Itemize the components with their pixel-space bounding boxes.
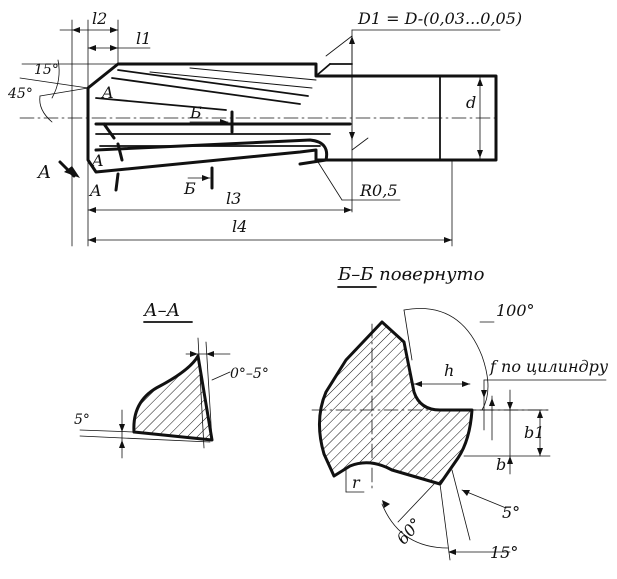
dim-d1-label: D1 = D-(0,03...0,05) xyxy=(357,9,522,28)
section-marks-a: A A A xyxy=(88,83,124,200)
dim-d: d xyxy=(466,75,497,161)
section-bb: Б–Б повернуто 100° h f по цилиндру b1 xyxy=(311,264,609,562)
section-b-mark-bottom: Б xyxy=(183,179,196,198)
dim-h-label: h xyxy=(444,361,454,380)
dim-l3: l3 xyxy=(87,189,353,213)
dim-d1: D1 = D-(0,03...0,05) xyxy=(325,9,522,141)
section-bb-title: Б–Б повернуто xyxy=(337,264,485,285)
section-aa-title: А–А xyxy=(142,300,180,321)
section-a-mark-mid: A xyxy=(90,151,104,170)
neck-line xyxy=(315,63,331,77)
dim-b-label: b xyxy=(496,455,506,474)
angle-5-right-label: 5° xyxy=(502,503,520,522)
angle-5-left-label: 5° xyxy=(74,412,90,428)
section-b-mark-top: Б xyxy=(189,103,202,122)
dim-b1-label: b1 xyxy=(524,423,544,442)
dim-l4-label: l4 xyxy=(232,217,247,236)
section-bb-profile xyxy=(319,322,472,484)
dim-l2-label: l2 xyxy=(92,9,107,28)
dim-d-label: d xyxy=(466,93,476,112)
dim-r05: R0,5 xyxy=(317,137,401,201)
angle-100-label: 100° xyxy=(496,301,535,320)
section-aa-profile xyxy=(133,356,212,440)
flutes xyxy=(94,67,352,166)
angle-60-label: 60° xyxy=(393,514,426,548)
view-arrow-a: A xyxy=(36,160,80,183)
main-view: A A A Б Б A xyxy=(7,9,522,247)
section-aa: А–А 0°–5° 5° xyxy=(74,300,269,459)
angle-45-label: 45° xyxy=(7,86,33,102)
dim-l3-label: l3 xyxy=(226,189,241,208)
dim-angles-tip: 15° 45° xyxy=(7,59,119,123)
view-a-letter: A xyxy=(36,162,51,183)
section-a-mark-top: A xyxy=(100,83,114,102)
section-marks-b: Б Б xyxy=(183,103,234,198)
dim-l1: l1 xyxy=(87,29,151,51)
dim-l2: l2 xyxy=(59,9,119,33)
dim-l1-label: l1 xyxy=(136,29,151,48)
f-cyl-label: f по цилиндру xyxy=(489,357,609,376)
dim-r-label: r xyxy=(352,473,361,492)
angle-0-5-label: 0°–5° xyxy=(230,366,269,382)
angle-15-bottom-label: 15° xyxy=(490,543,518,562)
angle-15-label: 15° xyxy=(34,62,59,78)
dim-l4: l4 xyxy=(87,217,453,243)
dim-r05-label: R0,5 xyxy=(359,181,398,200)
section-a-mark-bottom: A xyxy=(88,181,102,200)
